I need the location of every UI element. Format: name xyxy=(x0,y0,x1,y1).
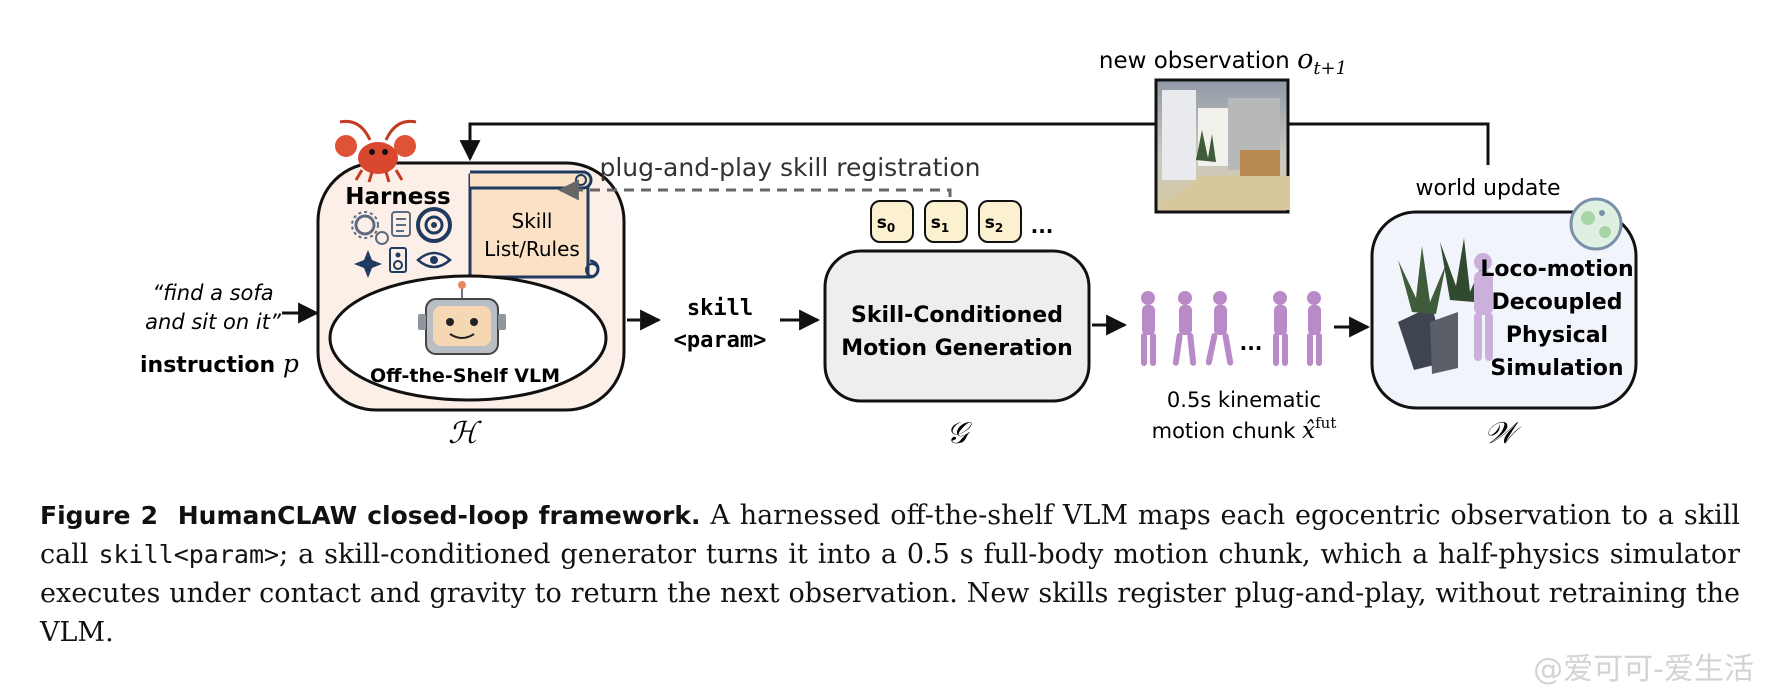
skill-list-line2: List/Rules xyxy=(484,237,580,261)
motion-chunk-group: ... 0.5s kinematic motion chunk x̂fut xyxy=(1141,291,1371,444)
scene-plant-icon xyxy=(1398,238,1484,374)
sparkle-icon xyxy=(354,250,382,278)
lobster-icon xyxy=(335,119,417,183)
harness-icons xyxy=(351,207,452,278)
harness-title: Harness xyxy=(345,184,450,210)
world-symbol: 𝒲 xyxy=(1484,416,1522,451)
skill-call-line1: skill xyxy=(687,296,753,321)
humanoid-sim-figure xyxy=(1474,253,1493,361)
target-icon xyxy=(416,207,452,243)
vlm-label: Off-the-Shelf VLM xyxy=(370,365,560,387)
generator-line2: Motion Generation xyxy=(841,336,1073,361)
gears-icon xyxy=(351,211,389,245)
instruction-quote-line1: “find a sofa xyxy=(152,281,273,305)
robot-icon xyxy=(418,281,506,355)
skill-list-line1: Skill xyxy=(512,209,553,233)
skill-call-group: skill <param> xyxy=(627,296,821,353)
sim-line3: Physical xyxy=(1506,323,1608,348)
generator-box xyxy=(823,249,1091,403)
feedback-line-left xyxy=(459,122,1156,162)
instruction-quote-line2: and sit on it” xyxy=(145,310,282,334)
humanoid-figure xyxy=(1141,291,1156,366)
world-update-label: world update xyxy=(1415,176,1560,201)
sim-line2: Decoupled xyxy=(1492,290,1623,315)
instruction-label: instruction p xyxy=(140,349,299,378)
generator-symbol: 𝒢 xyxy=(946,416,972,451)
figure-caption: Figure 2 HumanCLAW closed-loop framework… xyxy=(40,496,1740,652)
planet-icon xyxy=(1569,197,1623,251)
figure-title: HumanCLAW closed-loop framework. xyxy=(177,501,701,530)
harness-block: Harness xyxy=(316,119,626,451)
generator-line1: Skill-Conditioned xyxy=(851,303,1063,328)
skill-list-scroll: Skill List/Rules xyxy=(468,170,600,279)
harness-symbol: ℋ xyxy=(448,416,482,451)
caption-text-part1: A harnessed off-the-shelf VLM maps each … xyxy=(40,500,1740,570)
sim-line4: Simulation xyxy=(1490,356,1623,381)
caption-code: skill<param> xyxy=(98,540,280,569)
registration-group: plug-and-play skill registration xyxy=(557,153,981,214)
skill-tokens-ellipsis: ... xyxy=(1031,214,1054,238)
generator-block: Skill-Conditioned Motion Generation 𝒢 xyxy=(823,249,1128,451)
skill-token-s0: s0 xyxy=(870,200,914,243)
motion-ellipsis: ... xyxy=(1240,331,1263,355)
sim-line1: Loco-motion xyxy=(1480,257,1633,282)
caption-text-part2: ; a skill-conditioned generator turns it… xyxy=(40,539,1740,648)
watermark: @爱可可-爱生活 xyxy=(1533,652,1754,687)
speaker-icon xyxy=(389,247,407,273)
motion-chunk-line2: motion chunk x̂fut xyxy=(1152,414,1337,444)
instruction-group: “find a sofa and sit on it” instruction … xyxy=(140,281,320,378)
scroll-icon xyxy=(391,211,411,237)
figure-number: Figure 2 xyxy=(40,501,158,530)
feedback-line-right xyxy=(1288,122,1490,165)
framework-diagram: “find a sofa and sit on it” instruction … xyxy=(140,44,1638,451)
simulator-block: Loco-motion Decoupled Physical Simulatio… xyxy=(1370,176,1638,451)
humanoid-figure xyxy=(1205,291,1234,366)
new-observation-label: new observation ot+1 xyxy=(1099,44,1347,79)
feedback-loop: new observation ot+1 xyxy=(459,44,1490,214)
skill-tokens: s0 s1 s2 ... xyxy=(870,200,1054,243)
skill-token-s2: s2 xyxy=(978,200,1022,243)
humanoid-figure xyxy=(1273,291,1288,366)
skill-token-s1: s1 xyxy=(924,200,968,243)
registration-label: plug-and-play skill registration xyxy=(599,153,980,182)
skill-call-line2: <param> xyxy=(674,328,767,353)
humanoid-figure xyxy=(1307,291,1322,366)
eye-icon xyxy=(416,251,452,269)
motion-chunk-line1: 0.5s kinematic xyxy=(1167,388,1321,412)
humanoid-figure xyxy=(1172,291,1197,366)
observation-image xyxy=(1154,78,1290,214)
